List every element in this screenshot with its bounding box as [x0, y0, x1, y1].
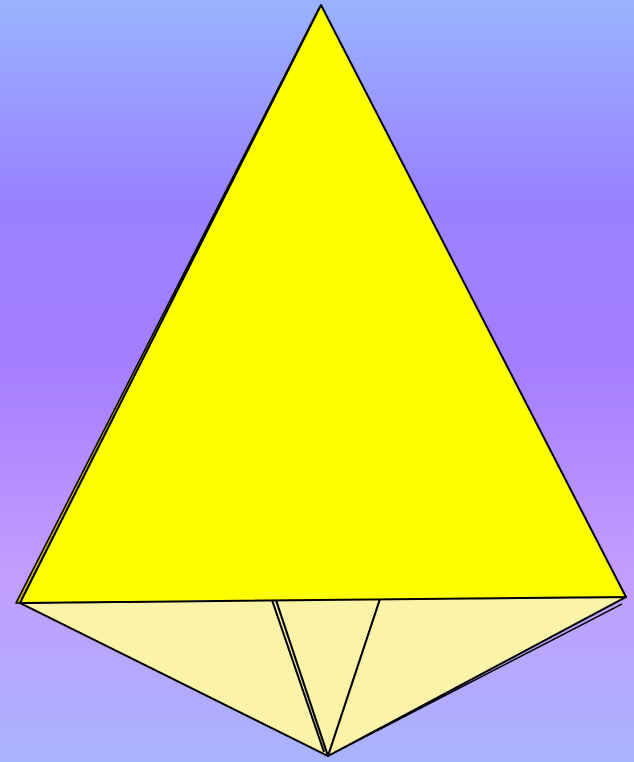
top-face-triangle — [20, 5, 626, 603]
lower-left-face — [20, 600, 328, 756]
